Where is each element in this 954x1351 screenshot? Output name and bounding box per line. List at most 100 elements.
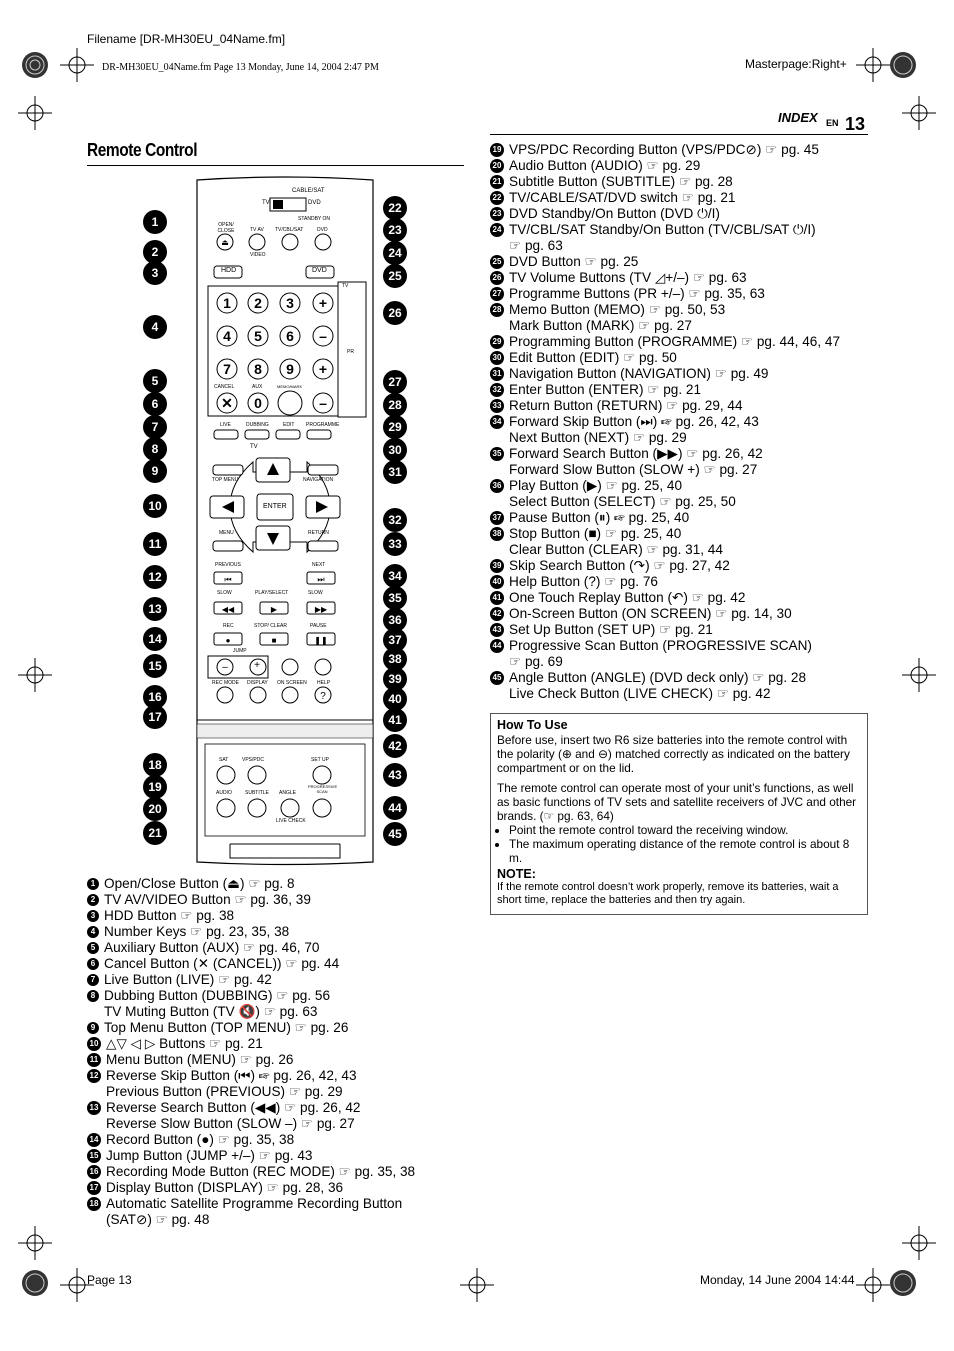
svg-text:⏭: ⏭	[317, 575, 324, 584]
legend-number: 27	[490, 287, 504, 301]
section-rule	[87, 165, 464, 166]
video-label: VIDEO	[250, 252, 266, 258]
tv-volume-label: TV	[342, 283, 349, 289]
svg-text:4: 4	[223, 328, 231, 344]
index-label: INDEX	[778, 110, 818, 125]
legend-text: (SAT⊘) ☞ pg. 48	[106, 1212, 210, 1227]
callout-number: 10	[143, 494, 167, 518]
legend-text: Live Check Button (LIVE CHECK) ☞ pg. 42	[509, 686, 771, 701]
legend-number: 18	[87, 1197, 101, 1211]
legend-text: Programme Buttons (PR +/–) ☞ pg. 35, 63	[509, 286, 765, 301]
legend-text: Edit Button (EDIT) ☞ pg. 50	[509, 350, 677, 365]
callout-number: 23	[383, 218, 407, 242]
legend-text: Progressive Scan Button (PROGRESSIVE SCA…	[509, 638, 812, 653]
callout-number: 35	[383, 586, 407, 610]
legend-text: Mark Button (MARK) ☞ pg. 27	[509, 318, 692, 333]
svg-text:5: 5	[254, 328, 262, 344]
callout-number: 7	[143, 415, 167, 439]
svg-text:9: 9	[286, 361, 294, 377]
legend-text: Navigation Button (NAVIGATION) ☞ pg. 49	[509, 366, 769, 381]
legend-text: TV Muting Button (TV 🔇) ☞ pg. 63	[104, 1004, 318, 1019]
svg-text:◀◀: ◀◀	[222, 605, 235, 614]
legend-number: 43	[490, 623, 504, 637]
legend-text: Live Button (LIVE) ☞ pg. 42	[104, 972, 272, 987]
legend-number: 37	[490, 511, 504, 525]
callout-number: 22	[383, 196, 407, 220]
svg-text:⏮: ⏮	[224, 575, 231, 584]
legend-number: 5	[87, 942, 99, 954]
svg-text:?: ?	[320, 691, 326, 702]
page-number: 13	[845, 114, 866, 134]
legend-text: Subtitle Button (SUBTITLE) ☞ pg. 28	[509, 174, 733, 189]
legend-number: 22	[490, 191, 504, 205]
legend-text: Clear Button (CLEAR) ☞ pg. 31, 44	[509, 542, 723, 557]
crosshair-target-icon	[60, 48, 94, 82]
how-to-use-title: How To Use	[497, 718, 568, 732]
legend-number: 3	[87, 910, 99, 922]
crop-registration-mark	[22, 52, 48, 78]
svg-text:+: +	[319, 295, 327, 311]
legend-item: 27 Programme Buttons (PR +/–) ☞ pg. 35, 6…	[490, 286, 840, 302]
pr-label: PR	[347, 349, 354, 355]
callout-number: 31	[383, 460, 407, 484]
navigation-label: NAVIGATION	[303, 477, 334, 483]
open-close-label: OPEN/ CLOSE	[217, 222, 235, 234]
callout-number: 40	[383, 687, 407, 711]
callout-number: 15	[143, 654, 167, 678]
dvd-switch-label: DVD	[308, 200, 321, 206]
legend-number: 32	[490, 383, 504, 397]
legend-number: 15	[87, 1149, 101, 1163]
callout-number: 3	[143, 261, 167, 285]
callout-number: 11	[143, 532, 167, 556]
legend-number: 31	[490, 367, 504, 381]
return-label: RETURN	[308, 530, 329, 536]
callout-number: 14	[143, 627, 167, 651]
legend-text: ☞ pg. 69	[509, 654, 563, 669]
callout-number: 28	[383, 393, 407, 417]
legend-number: 1	[87, 878, 99, 890]
legend-number: 36	[490, 479, 504, 493]
legend-number: 17	[87, 1181, 101, 1195]
legend-text: Return Button (RETURN) ☞ pg. 29, 44	[509, 398, 743, 413]
how-to-use-paragraph: The remote control can operate most of y…	[497, 781, 857, 823]
legend-text: Top Menu Button (TOP MENU) ☞ pg. 26	[104, 1020, 349, 1035]
legend-text: Help Button (?) ☞ pg. 76	[509, 574, 658, 589]
legend-number: 40	[490, 575, 504, 589]
legend-number: 7	[87, 974, 99, 986]
crosshair-target-icon	[902, 1226, 936, 1260]
legend-text: Enter Button (ENTER) ☞ pg. 21	[509, 382, 702, 397]
svg-text:▶▶: ▶▶	[315, 605, 328, 614]
legend-text: Jump Button (JUMP +/–) ☞ pg. 43	[106, 1148, 313, 1163]
file-info: DR-MH30EU_04Name.fm Page 13 Monday, June…	[102, 62, 379, 73]
crosshair-target-icon	[902, 658, 936, 692]
callout-number: 45	[383, 822, 407, 846]
legend-text: HDD Button ☞ pg. 38	[104, 908, 235, 923]
legend-text: Forward Slow Button (SLOW +) ☞ pg. 27	[509, 462, 758, 477]
legend-text: Audio Button (AUDIO) ☞ pg. 29	[509, 158, 701, 173]
legend-text: Select Button (SELECT) ☞ pg. 25, 50	[509, 494, 736, 509]
callout-number: 29	[383, 415, 407, 439]
note-title: NOTE:	[497, 867, 536, 881]
callout-number: 32	[383, 508, 407, 532]
legend-text: Auxiliary Button (AUX) ☞ pg. 46, 70	[104, 940, 320, 955]
legend-number: 29	[490, 335, 504, 349]
jump-label: JUMP	[233, 648, 247, 654]
rec-label: REC	[223, 623, 234, 629]
legend-text: Programming Button (PROGRAMME) ☞ pg. 44,…	[509, 334, 841, 349]
legend-number: 26	[490, 271, 504, 285]
legend-number: 9	[87, 1022, 99, 1034]
programme-label: PROGRAMME	[306, 422, 340, 428]
